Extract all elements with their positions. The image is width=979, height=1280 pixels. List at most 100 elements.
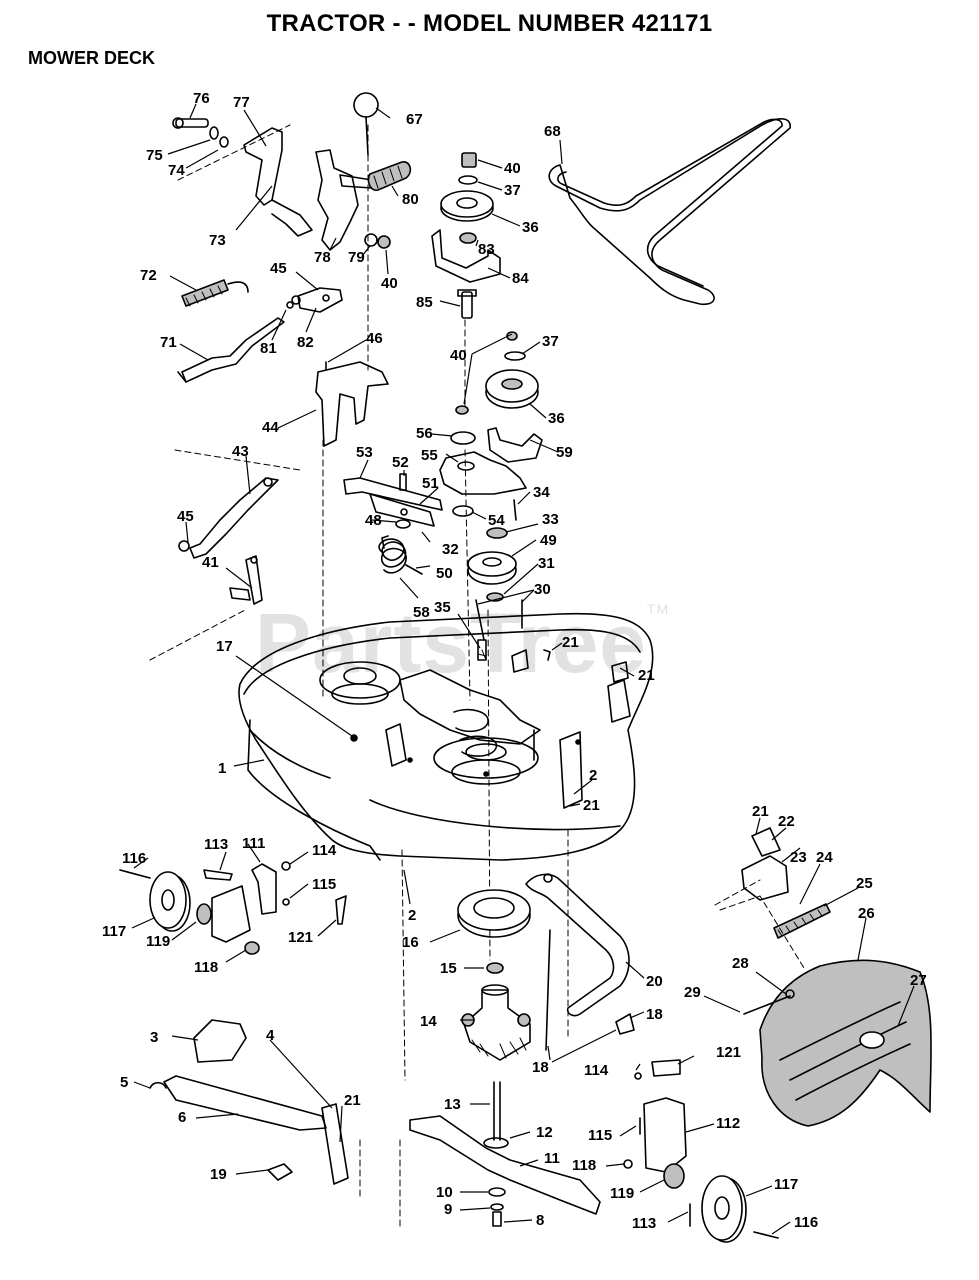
callout-68: 68	[544, 123, 561, 140]
callout-17: 17	[216, 638, 233, 655]
callout-116: 116	[794, 1214, 818, 1231]
callout-115: 115	[588, 1127, 612, 1144]
page-title: TRACTOR - - MODEL NUMBER 421171	[266, 10, 713, 37]
callout-114: 114	[312, 842, 337, 859]
callout-4: 4	[266, 1027, 275, 1044]
callout-76: 76	[193, 90, 210, 107]
callout-112: 112	[716, 1115, 740, 1132]
callout-75: 75	[146, 147, 163, 164]
callout-52: 52	[392, 454, 409, 471]
belt-guard-44	[315, 361, 389, 447]
callout-80: 80	[402, 191, 419, 208]
callout-67: 67	[406, 111, 423, 128]
callout-21: 21	[583, 797, 600, 814]
lift-spring-and-rod	[177, 279, 343, 383]
callout-74: 74	[168, 162, 185, 179]
callout-81: 81	[260, 340, 277, 357]
callout-71: 71	[160, 334, 177, 351]
callout-16: 16	[402, 934, 419, 951]
callout-3: 3	[150, 1029, 158, 1046]
callout-10: 10	[436, 1184, 453, 1201]
callout-82: 82	[297, 334, 314, 351]
callout-21: 21	[562, 634, 579, 651]
section-title: MOWER DECK	[28, 48, 155, 68]
callout-2: 2	[589, 767, 597, 784]
mower-belt	[548, 118, 791, 306]
right-gauge-wheel	[623, 1059, 779, 1243]
callout-8: 8	[536, 1212, 544, 1229]
callout-111: 111	[242, 835, 265, 852]
callout-54: 54	[488, 512, 505, 529]
callout-28: 28	[732, 955, 749, 972]
callout-36: 36	[522, 219, 539, 236]
callout-1: 1	[218, 760, 226, 777]
callout-113: 113	[204, 836, 228, 853]
front-link	[178, 477, 279, 605]
callout-59: 59	[556, 444, 573, 461]
callout-31: 31	[538, 555, 555, 572]
callout-73: 73	[209, 232, 226, 249]
idler-pulley-upper	[431, 152, 501, 319]
callout-121: 121	[716, 1044, 741, 1061]
callout-29: 29	[684, 984, 701, 1001]
callout-21: 21	[344, 1092, 361, 1109]
callout-45: 45	[177, 508, 194, 525]
callout-43: 43	[232, 443, 249, 460]
callout-50: 50	[436, 565, 453, 582]
idler-arm-assembly	[343, 473, 443, 575]
callout-2: 2	[408, 907, 416, 924]
callout-121: 121	[288, 929, 313, 946]
callout-58: 58	[413, 604, 430, 621]
callout-53: 53	[356, 444, 373, 461]
callout-119: 119	[146, 933, 170, 950]
callout-22: 22	[778, 813, 795, 830]
callout-118: 118	[194, 959, 218, 976]
callout-21: 21	[752, 803, 769, 820]
watermark-text: PartsTree	[255, 596, 647, 690]
drive-pulley-stack	[439, 331, 543, 602]
callout-27: 27	[910, 972, 927, 989]
callout-13: 13	[444, 1096, 461, 1113]
callout-18: 18	[646, 1006, 663, 1023]
callout-32: 32	[442, 541, 459, 558]
callout-115: 115	[312, 876, 336, 893]
lift-linkage-upper	[172, 92, 412, 251]
blade-and-shaft	[409, 1081, 601, 1227]
callout-56: 56	[416, 425, 433, 442]
callout-114: 114	[584, 1062, 609, 1079]
callout-44: 44	[262, 419, 279, 436]
callout-78: 78	[314, 249, 331, 266]
callout-9: 9	[444, 1201, 452, 1218]
callout-117: 117	[102, 923, 126, 940]
callout-118: 118	[572, 1157, 596, 1174]
callout-117: 117	[774, 1176, 798, 1193]
callout-11: 11	[544, 1150, 560, 1167]
assembly-guide-lines	[149, 124, 761, 1231]
callout-21: 21	[638, 667, 655, 684]
callout-35: 35	[434, 599, 451, 616]
callout-23: 23	[790, 849, 807, 866]
callout-40: 40	[504, 160, 521, 177]
callout-119: 119	[610, 1185, 634, 1202]
callout-55: 55	[421, 447, 438, 464]
watermark: PartsTreeTM	[255, 595, 669, 692]
callout-12: 12	[536, 1124, 553, 1141]
leader-lines	[131, 103, 915, 1235]
callout-19: 19	[210, 1166, 227, 1183]
callout-48: 48	[365, 512, 382, 529]
callout-45: 45	[270, 260, 287, 277]
callout-40: 40	[381, 275, 398, 292]
callout-24: 24	[816, 849, 833, 866]
front-hitch-brackets	[149, 1019, 349, 1185]
callout-20: 20	[646, 973, 663, 990]
callout-72: 72	[140, 267, 157, 284]
callout-41: 41	[202, 554, 219, 571]
callout-37: 37	[504, 182, 521, 199]
belt-keeper	[525, 873, 635, 1051]
callout-15: 15	[440, 960, 457, 977]
callout-116: 116	[122, 850, 146, 867]
callout-5: 5	[120, 1074, 128, 1091]
spindle-assembly	[457, 889, 531, 1061]
